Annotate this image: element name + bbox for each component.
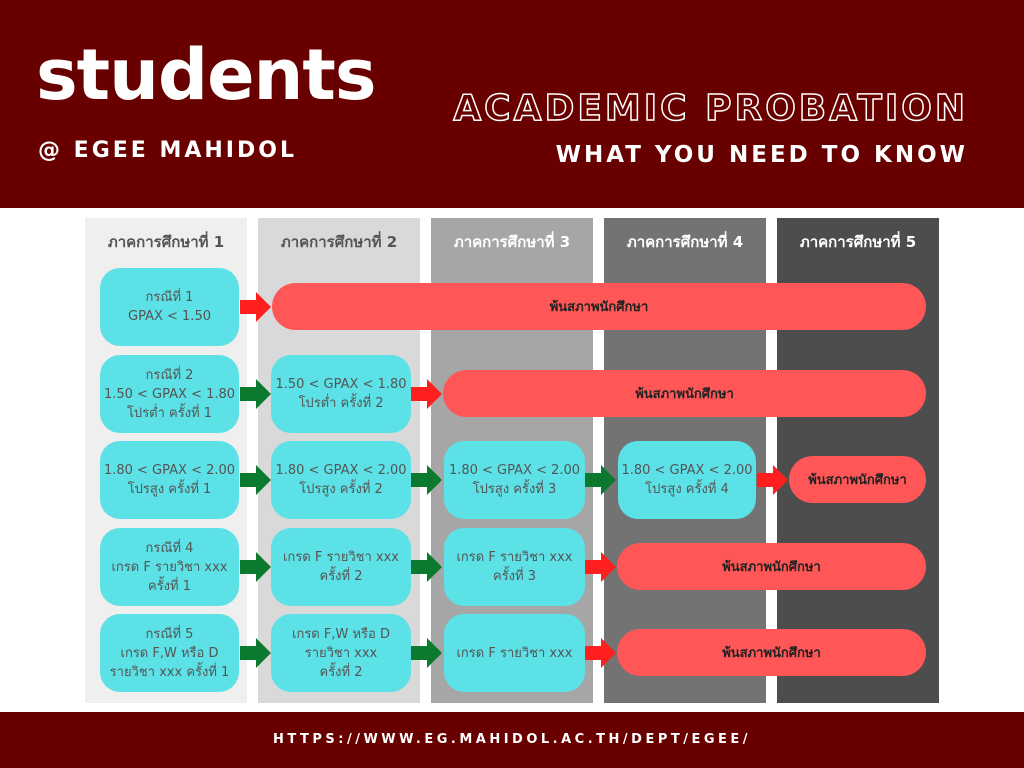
case-text: เกรด F,W หรือ D [120, 645, 219, 661]
arrow-right-icon [240, 292, 271, 322]
case-text: 1.80 < GPAX < 2.00 [103, 463, 236, 478]
arrow-right-icon [411, 552, 442, 582]
case-box: กรณีที่ 4 เกรด F รายวิชา xxx ครั้งที่ 1 [100, 528, 239, 606]
case-box: 1.80 < GPAX < 2.00 โปรสูง ครั้งที่ 4 [618, 441, 756, 519]
dismissal-result: พ้นสภาพนักศึกษา [443, 370, 926, 417]
semester-header: ภาคการศึกษาที่ 1 [107, 233, 225, 251]
brand-subtitle: @ EGEE MAHIDOL [38, 138, 297, 163]
case-text: กรณีที่ 1 [145, 290, 194, 305]
case-text: โปรต่ำ ครั้งที่ 1 [126, 405, 213, 421]
case-text: โปรสูง ครั้งที่ 3 [472, 482, 557, 497]
dismissal-result: พ้นสภาพนักศึกษา [272, 283, 926, 330]
case-box: กรณีที่ 2 1.50 < GPAX < 1.80 โปรต่ำ ครั้งท… [100, 355, 239, 433]
arrow-right-icon [240, 379, 271, 409]
case-text: ครั้งที่ 2 [319, 664, 363, 680]
arrow-right-icon [411, 638, 442, 668]
case-text: โปรสูง ครั้งที่ 1 [127, 482, 212, 497]
case-box: 1.80 < GPAX < 2.00 โปรสูง ครั้งที่ 2 [271, 441, 411, 519]
case-box: กรณีที่ 1 GPAX < 1.50 [100, 268, 239, 346]
arrow-right-icon [585, 465, 616, 495]
arrow-right-icon [411, 465, 442, 495]
page-tagline: WHAT YOU NEED TO KNOW [555, 142, 968, 168]
semester-header: ภาคการศึกษาที่ 4 [626, 233, 744, 251]
case-box: เกรด F รายวิชา xxx ครั้งที่ 2 [271, 528, 411, 606]
arrow-right-icon [411, 379, 442, 409]
case-box: กรณีที่ 5 เกรด F,W หรือ D รายวิชา xxx ครั้… [100, 614, 239, 692]
case-text: 1.80 < GPAX < 2.00 [621, 463, 753, 478]
case-box: เกรด F รายวิชา xxx [444, 614, 585, 692]
case-text: รายวิชา xxx [304, 645, 378, 661]
dismissal-result: พ้นสภาพนักศึกษา [617, 543, 926, 590]
case-text: ครั้งที่ 2 [319, 569, 363, 584]
case-text: โปรสูง ครั้งที่ 2 [299, 482, 383, 497]
arrow-right-icon [585, 638, 616, 668]
arrow-right-icon [585, 552, 616, 582]
footer-url[interactable]: HTTPS://WWW.EG.MAHIDOL.AC.TH/DEPT/EGEE/ [0, 712, 1024, 768]
case-text: กรณีที่ 5 [145, 626, 194, 642]
case-box: 1.80 < GPAX < 2.00 โปรสูง ครั้งที่ 3 [444, 441, 585, 519]
case-text: เกรด F รายวิชา xxx [456, 550, 573, 565]
case-box: เกรด F รายวิชา xxx ครั้งที่ 3 [444, 528, 585, 606]
brand-logo: students [36, 34, 377, 116]
arrow-right-icon [757, 465, 788, 495]
case-text: เกรด F รายวิชา xxx [456, 645, 573, 661]
case-text: กรณีที่ 4 [145, 540, 194, 556]
dismissal-result: พ้นสภาพนักศึกษา [789, 456, 926, 503]
case-text: 1.50 < GPAX < 1.80 [103, 386, 236, 402]
case-box: 1.80 < GPAX < 2.00 โปรสูง ครั้งที่ 1 [100, 441, 239, 519]
arrow-right-icon [240, 638, 271, 668]
case-box: เกรด F,W หรือ D รายวิชา xxx ครั้งที่ 2 [271, 614, 411, 692]
case-text: โปรสูง ครั้งที่ 4 [645, 482, 729, 497]
case-text: เกรด F,W หรือ D [292, 626, 390, 642]
case-text: ครั้งที่ 3 [493, 569, 536, 584]
arrow-right-icon [240, 465, 271, 495]
case-text: เกรด F รายวิชา xxx [111, 559, 228, 575]
semester-header: ภาคการศึกษาที่ 2 [280, 233, 398, 251]
semester-header: ภาคการศึกษาที่ 3 [453, 233, 571, 251]
case-text: โปรต่ำ ครั้งที่ 2 [298, 396, 384, 411]
case-text: 1.80 < GPAX < 2.00 [448, 463, 581, 478]
case-text: ครั้งที่ 1 [148, 578, 191, 594]
dismissal-result: พ้นสภาพนักศึกษา [617, 629, 926, 676]
header-banner: students @ EGEE MAHIDOL ACADEMIC PROBATI… [0, 0, 1024, 208]
arrow-right-icon [240, 552, 271, 582]
page-title: ACADEMIC PROBATION [453, 87, 968, 130]
case-text: รายวิชา xxx ครั้งที่ 1 [109, 664, 230, 680]
case-text: 1.50 < GPAX < 1.80 [275, 377, 407, 392]
case-text: เกรด F รายวิชา xxx [282, 550, 400, 565]
semester-header: ภาคการศึกษาที่ 5 [799, 233, 917, 251]
case-text: GPAX < 1.50 [128, 309, 211, 324]
case-text: 1.80 < GPAX < 2.00 [275, 463, 407, 478]
case-box: 1.50 < GPAX < 1.80 โปรต่ำ ครั้งที่ 2 [271, 355, 411, 433]
case-text: กรณีที่ 2 [145, 367, 194, 383]
